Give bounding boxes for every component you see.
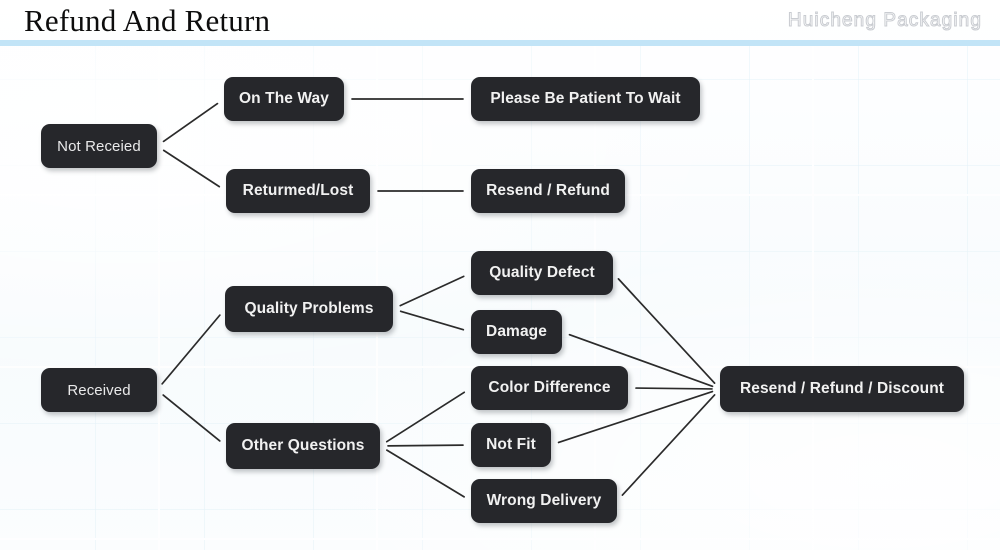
node-color-difference[interactable]: Color Difference [471,366,628,410]
edge-other-questions-to-not-fit [387,444,464,447]
header-divider [0,40,1000,46]
node-damage[interactable]: Damage [471,310,562,354]
node-quality-problems[interactable]: Quality Problems [225,286,393,332]
node-please-wait[interactable]: Please Be Patient To Wait [471,77,700,121]
edge-received-to-other-questions [162,394,221,442]
edge-quality-problems-to-damage [399,310,465,331]
slide-header: Refund And Return Huicheng Packaging [0,0,1000,46]
node-resend-refund-discount[interactable]: Resend / Refund / Discount [720,366,964,412]
node-resend-refund[interactable]: Resend / Refund [471,169,625,213]
node-wrong-delivery[interactable]: Wrong Delivery [471,479,617,523]
page-title: Refund And Return [24,3,271,38]
edge-quality-defect-to-resend-refund-discount [617,278,716,384]
edge-not-received-to-on-the-way [162,102,219,143]
node-not-fit[interactable]: Not Fit [471,423,551,467]
edge-other-questions-to-color-difference [385,391,466,443]
edge-not-fit-to-resend-refund-discount [557,390,714,444]
edge-wrong-delivery-to-resend-refund-discount [621,394,716,496]
node-on-the-way[interactable]: On The Way [224,77,344,121]
flowchart-edges [161,98,716,498]
node-not-received[interactable]: Not Receied [41,124,157,168]
edge-damage-to-resend-refund-discount [568,333,714,388]
node-returned-lost[interactable]: Returmed/Lost [226,169,370,213]
brand-watermark: Huicheng Packaging [787,10,982,32]
edge-quality-problems-to-quality-defect [399,275,465,307]
edge-not-received-to-returned-lost [162,149,221,188]
node-other-questions[interactable]: Other Questions [226,423,380,469]
node-quality-defect[interactable]: Quality Defect [471,251,613,295]
edge-other-questions-to-wrong-delivery [385,449,466,498]
edge-received-to-quality-problems [161,314,221,385]
edge-color-difference-to-resend-refund-discount [635,387,713,390]
node-received[interactable]: Received [41,368,157,412]
